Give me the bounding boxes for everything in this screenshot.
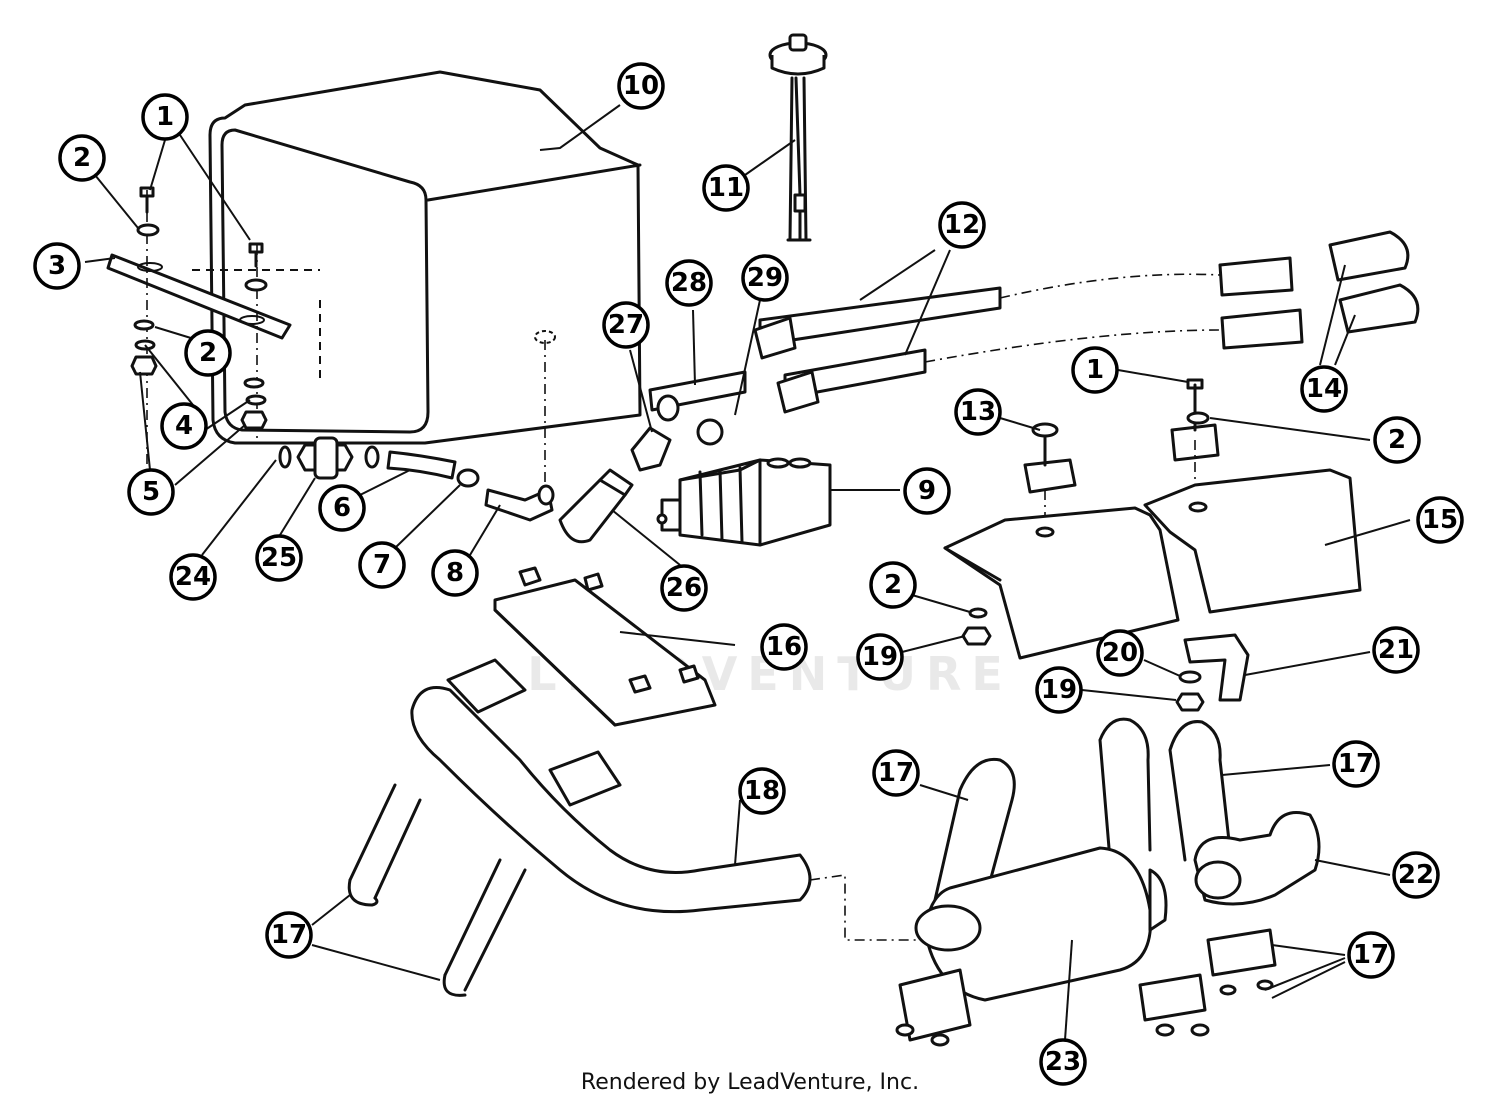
valve-fittings bbox=[558, 370, 747, 544]
svg-text:25: 25 bbox=[261, 543, 297, 573]
svg-text:15: 15 bbox=[1422, 505, 1458, 535]
svg-text:4: 4 bbox=[175, 411, 193, 441]
svg-text:2: 2 bbox=[73, 143, 91, 173]
svg-text:5: 5 bbox=[142, 477, 160, 507]
svg-text:27: 27 bbox=[608, 310, 644, 340]
deck-panel bbox=[943, 468, 1362, 660]
callout-6[interactable]: 6 bbox=[318, 484, 366, 532]
svg-text:17: 17 bbox=[878, 758, 914, 788]
svg-text:13: 13 bbox=[960, 397, 996, 427]
callout-18[interactable]: 18 bbox=[738, 767, 786, 815]
svg-text:17: 17 bbox=[1353, 940, 1389, 970]
callout-2[interactable]: 2 bbox=[1373, 416, 1421, 464]
mounting-strap bbox=[106, 186, 292, 470]
callout-23[interactable]: 23 bbox=[1039, 1038, 1087, 1086]
svg-text:28: 28 bbox=[671, 268, 707, 298]
callout-17[interactable]: 17 bbox=[1347, 931, 1395, 979]
callout-25[interactable]: 25 bbox=[255, 534, 303, 582]
callout-2[interactable]: 2 bbox=[869, 561, 917, 609]
callout-19[interactable]: 19 bbox=[856, 633, 904, 681]
callout-4[interactable]: 4 bbox=[160, 402, 208, 450]
filter-assembly bbox=[278, 330, 556, 522]
footer-credit: Rendered by LeadVenture, Inc. bbox=[580, 1070, 920, 1095]
callout-3[interactable]: 3 bbox=[33, 242, 81, 290]
callout-16[interactable]: 16 bbox=[760, 623, 808, 671]
svg-text:19: 19 bbox=[862, 642, 898, 672]
hydraulic-tank bbox=[192, 70, 642, 445]
callout-2[interactable]: 2 bbox=[58, 134, 106, 182]
control-valve bbox=[656, 457, 832, 547]
callout-19[interactable]: 19 bbox=[1035, 666, 1083, 714]
svg-text:12: 12 bbox=[944, 210, 980, 240]
svg-text:26: 26 bbox=[666, 573, 702, 603]
callout-9[interactable]: 9 bbox=[903, 467, 951, 515]
svg-text:9: 9 bbox=[918, 476, 936, 506]
svg-text:19: 19 bbox=[1041, 675, 1077, 705]
muffler bbox=[895, 846, 1210, 1047]
svg-text:23: 23 bbox=[1045, 1047, 1081, 1077]
callout-15[interactable]: 15 bbox=[1416, 496, 1464, 544]
svg-text:18: 18 bbox=[744, 776, 780, 806]
dipstick bbox=[768, 33, 828, 242]
callout-11[interactable]: 11 bbox=[702, 164, 750, 212]
exhaust-pipe bbox=[410, 658, 920, 941]
svg-text:8: 8 bbox=[446, 558, 464, 588]
callout-28[interactable]: 28 bbox=[665, 259, 713, 307]
svg-text:7: 7 bbox=[373, 550, 391, 580]
svg-text:3: 3 bbox=[48, 251, 66, 281]
callout-5[interactable]: 5 bbox=[127, 468, 175, 516]
callout-24[interactable]: 24 bbox=[169, 553, 217, 601]
callout-20[interactable]: 20 bbox=[1096, 629, 1144, 677]
callout-balloons: 1 1 2 2 2 2 3 4 5 6 7 8 9 10 11 12 13 14… bbox=[33, 62, 1464, 1086]
svg-text:17: 17 bbox=[1338, 749, 1374, 779]
u-bolts bbox=[347, 717, 1232, 997]
callout-8[interactable]: 8 bbox=[431, 549, 479, 597]
callout-1[interactable]: 1 bbox=[1071, 346, 1119, 394]
svg-text:29: 29 bbox=[747, 263, 783, 293]
svg-text:1: 1 bbox=[1086, 355, 1104, 385]
svg-text:20: 20 bbox=[1102, 638, 1138, 668]
callout-12[interactable]: 12 bbox=[938, 201, 986, 249]
svg-text:24: 24 bbox=[175, 562, 211, 592]
callout-2[interactable]: 2 bbox=[184, 329, 232, 377]
callout-14[interactable]: 14 bbox=[1300, 365, 1348, 413]
callout-26[interactable]: 26 bbox=[660, 564, 708, 612]
callout-17[interactable]: 17 bbox=[1332, 740, 1380, 788]
svg-text:14: 14 bbox=[1306, 374, 1342, 404]
svg-text:2: 2 bbox=[1388, 425, 1406, 455]
svg-text:10: 10 bbox=[623, 71, 659, 101]
svg-text:16: 16 bbox=[766, 632, 802, 662]
callout-1[interactable]: 1 bbox=[141, 93, 189, 141]
svg-text:22: 22 bbox=[1398, 860, 1434, 890]
callout-13[interactable]: 13 bbox=[954, 388, 1002, 436]
tail-pipe bbox=[1193, 811, 1321, 996]
callout-10[interactable]: 10 bbox=[617, 62, 665, 110]
svg-text:2: 2 bbox=[884, 570, 902, 600]
svg-text:1: 1 bbox=[156, 102, 174, 132]
callout-7[interactable]: 7 bbox=[358, 541, 406, 589]
hydraulic-hoses bbox=[753, 230, 1420, 414]
callout-27[interactable]: 27 bbox=[602, 301, 650, 349]
muffler-shield bbox=[493, 566, 717, 727]
svg-text:17: 17 bbox=[271, 920, 307, 950]
callout-21[interactable]: 21 bbox=[1372, 626, 1420, 674]
callout-22[interactable]: 22 bbox=[1392, 851, 1440, 899]
svg-text:11: 11 bbox=[708, 173, 744, 203]
callout-29[interactable]: 29 bbox=[741, 254, 789, 302]
svg-text:21: 21 bbox=[1378, 635, 1414, 665]
svg-text:2: 2 bbox=[199, 338, 217, 368]
callout-17[interactable]: 17 bbox=[265, 911, 313, 959]
deck-hardware bbox=[961, 607, 1250, 712]
svg-text:6: 6 bbox=[333, 493, 351, 523]
callout-17[interactable]: 17 bbox=[872, 749, 920, 797]
